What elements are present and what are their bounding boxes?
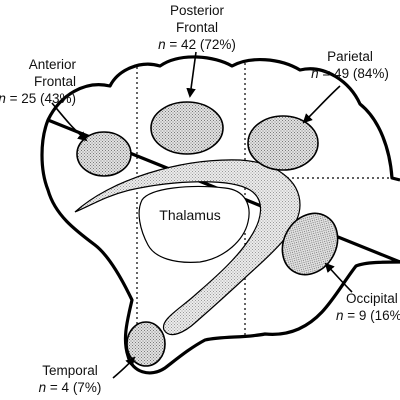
parietal-name: Parietal <box>327 49 373 64</box>
label-parietal: Parietal n = 49 (84%) <box>300 48 400 82</box>
arrow-occipital <box>324 262 353 293</box>
anterior-frontal-name-2: Frontal <box>33 74 76 89</box>
parietal-stat-line: n = 49 (84%) <box>300 65 400 82</box>
lesion-posterior-frontal <box>150 101 224 155</box>
label-temporal: Temporal n = 4 (7%) <box>20 362 120 396</box>
posterior-frontal-name: Posterior <box>169 3 225 18</box>
posterior-frontal-name-2: Frontal <box>175 20 219 35</box>
anterior-frontal-name: Anterior <box>28 57 76 72</box>
thalamus-shape <box>138 185 250 263</box>
anterior-frontal-stat-line: n = 25 (43%) <box>0 90 76 107</box>
thalamus-label: Thalamus <box>159 207 220 223</box>
temporal-n: n <box>38 380 47 395</box>
arrow-anterior-frontal <box>51 102 88 142</box>
brain-outline <box>40 55 400 375</box>
parietal-n: n <box>311 66 319 81</box>
anterior-frontal-stat: = 25 (43%) <box>5 91 76 106</box>
posterior-frontal-stat: = 42 (72%) <box>165 37 236 52</box>
temporal-name: Temporal <box>42 363 98 378</box>
arrow-parietal <box>302 85 341 124</box>
temporal-stat-line: n = 4 (7%) <box>20 379 120 396</box>
parietal-stat: = 49 (84%) <box>318 66 389 81</box>
arrow-temporal <box>112 356 136 379</box>
label-anterior-frontal: Anterior Frontal n = 25 (43%) <box>0 56 76 107</box>
occipital-n: n <box>336 308 344 323</box>
occipital-name: Occipital <box>346 291 398 306</box>
lesion-parietal <box>247 115 319 171</box>
arrow-posterior-frontal <box>186 51 197 98</box>
temporal-stat: = 4 (7%) <box>46 380 102 395</box>
posterior-frontal-n: n <box>158 37 166 52</box>
occipital-stat: = 9 (16%) <box>343 308 400 323</box>
label-posterior-frontal: Posterior Frontal n = 42 (72%) <box>142 2 252 53</box>
lesion-occipital <box>281 212 339 276</box>
posterior-frontal-stat-line: n = 42 (72%) <box>142 36 252 53</box>
lesion-anterior-frontal <box>76 131 132 177</box>
anterior-frontal-n: n <box>0 91 6 106</box>
lesion-temporal <box>126 321 166 367</box>
label-occipital: Occipital n = 9 (16%) <box>336 290 400 324</box>
occipital-stat-line: n = 9 (16%) <box>336 307 400 324</box>
